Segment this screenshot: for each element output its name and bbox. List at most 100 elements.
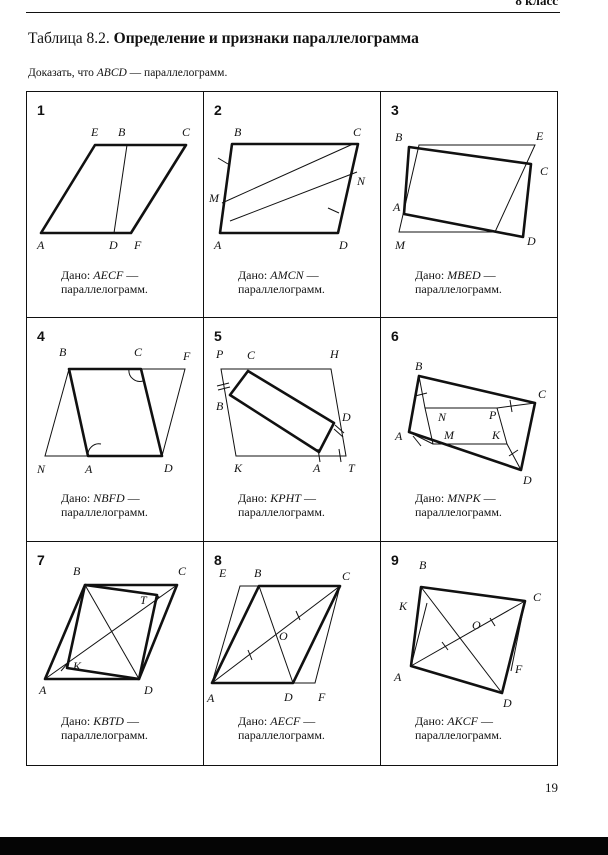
label-D: D [143,683,153,697]
label-N: N [36,462,46,476]
label-H: H [329,347,340,361]
label-B: B [118,125,126,139]
bottom-scan-band [0,837,608,855]
label-B: B [234,125,242,139]
label-C: C [247,348,256,362]
given-line2: параллелограмм. [415,282,502,296]
given-prefix: Дано: [238,268,271,282]
figure-4: B C F N A D [36,345,191,476]
given-figure: KPHT [270,491,301,505]
label-A: A [36,238,45,252]
given-suffix: — [124,491,140,505]
label-B: B [73,564,81,578]
problem-cell-6: 6 B C N P M K A D Да [381,318,557,542]
label-B: B [59,345,67,359]
label-E: E [90,125,99,139]
table-title: Таблица 8.2. Определение и признаки пара… [28,30,419,48]
given-text: Дано: KPHT —параллелограмм. [238,491,325,519]
given-suffix: — [480,268,496,282]
label-T: T [140,593,148,607]
label-F: F [182,349,191,363]
figure-1: E B C A D F [36,125,191,252]
label-A: A [394,429,403,443]
given-prefix: Дано: [238,491,271,505]
label-M: M [394,238,406,252]
label-D: D [108,238,118,252]
page-number: 19 [545,780,558,795]
label-E: E [218,566,227,580]
label-F: F [133,238,142,252]
label-M: M [443,428,455,442]
label-F: F [317,690,326,704]
given-line2: параллелограмм. [238,505,325,519]
problem-cell-4: 4 B C F N A D Дано: NBFD —параллелограмм… [27,318,204,542]
given-figure: AMCN [270,268,304,282]
problem-cell-2: 2 B C M N A D Дано: AMCN —параллелограмм… [204,92,381,318]
label-P: P [215,347,224,361]
given-text: Дано: KBTD —параллелограмм. [61,714,148,742]
label-C: C [178,564,187,578]
label-B: B [216,399,224,413]
given-figure: MBED [447,268,481,282]
label-C: C [353,125,362,139]
given-line2: параллелограмм. [238,282,325,296]
given-line2: параллелограмм. [61,728,148,742]
figure-7: B C T K A D [38,564,187,697]
given-suffix: — [303,268,319,282]
label-B: B [415,359,423,373]
problem-number: 9 [391,552,399,568]
problem-number: 1 [37,102,45,118]
problem-number: 8 [214,552,222,568]
given-line2: параллелограмм. [61,505,148,519]
given-suffix: — [300,714,316,728]
given-suffix: — [123,714,139,728]
problem-number: 6 [391,328,399,344]
given-text: Дано: AMCN —параллелограмм. [238,268,325,296]
label-C: C [342,569,351,583]
given-figure: AKCF [447,714,478,728]
label-A: A [84,462,93,476]
label-E: E [535,129,544,143]
label-K: K [72,659,82,673]
label-B: B [419,558,427,572]
given-figure: AECF [93,268,124,282]
label-K: K [398,599,408,613]
grade-label: 8 класс [515,0,558,8]
table-number: Таблица 8.2. [28,30,110,47]
label-B: B [254,566,262,580]
label-A: A [213,238,222,252]
given-text: Дано: MNPK —параллелограмм. [415,491,502,519]
table-heading: Определение и признаки параллелограмма [113,30,419,47]
given-text: Дано: MBED —параллелограмм. [415,268,502,296]
label-O: O [472,618,481,632]
label-F: F [514,662,523,676]
problem-number: 5 [214,328,222,344]
given-prefix: Дано: [61,491,94,505]
instruction-figure: ABCD [96,67,127,79]
given-text: Дано: NBFD —параллелограмм. [61,491,148,519]
label-K: K [491,428,501,442]
label-M: M [208,191,220,205]
label-A: A [38,683,47,697]
given-figure: MNPK [447,491,481,505]
label-D: D [341,410,351,424]
given-text: Дано: AECF —параллелограмм. [238,714,325,742]
label-D: D [526,234,536,248]
problem-cell-8: 8 E B C O A D F Дано: AECF —параллелогра… [204,542,381,765]
label-N: N [437,410,447,424]
given-prefix: Дано: [61,714,94,728]
problem-cell-1: 1 E B C A D F Дано: AECF —параллелограмм… [27,92,204,318]
given-line2: параллелограмм. [415,505,502,519]
instruction-prefix: Доказать, что [28,67,97,79]
problems-table: 1 E B C A D F Дано: AECF —параллелограмм… [26,91,558,766]
label-B: B [395,130,403,144]
problem-number: 3 [391,102,399,118]
problem-number: 2 [214,102,222,118]
label-D: D [283,690,293,704]
given-text: Дано: AECF —параллелограмм. [61,268,148,296]
given-figure: AECF [270,714,301,728]
figure-2: B C M N A D [208,125,366,252]
given-figure: NBFD [93,491,125,505]
label-D: D [338,238,348,252]
given-prefix: Дано: [415,714,448,728]
